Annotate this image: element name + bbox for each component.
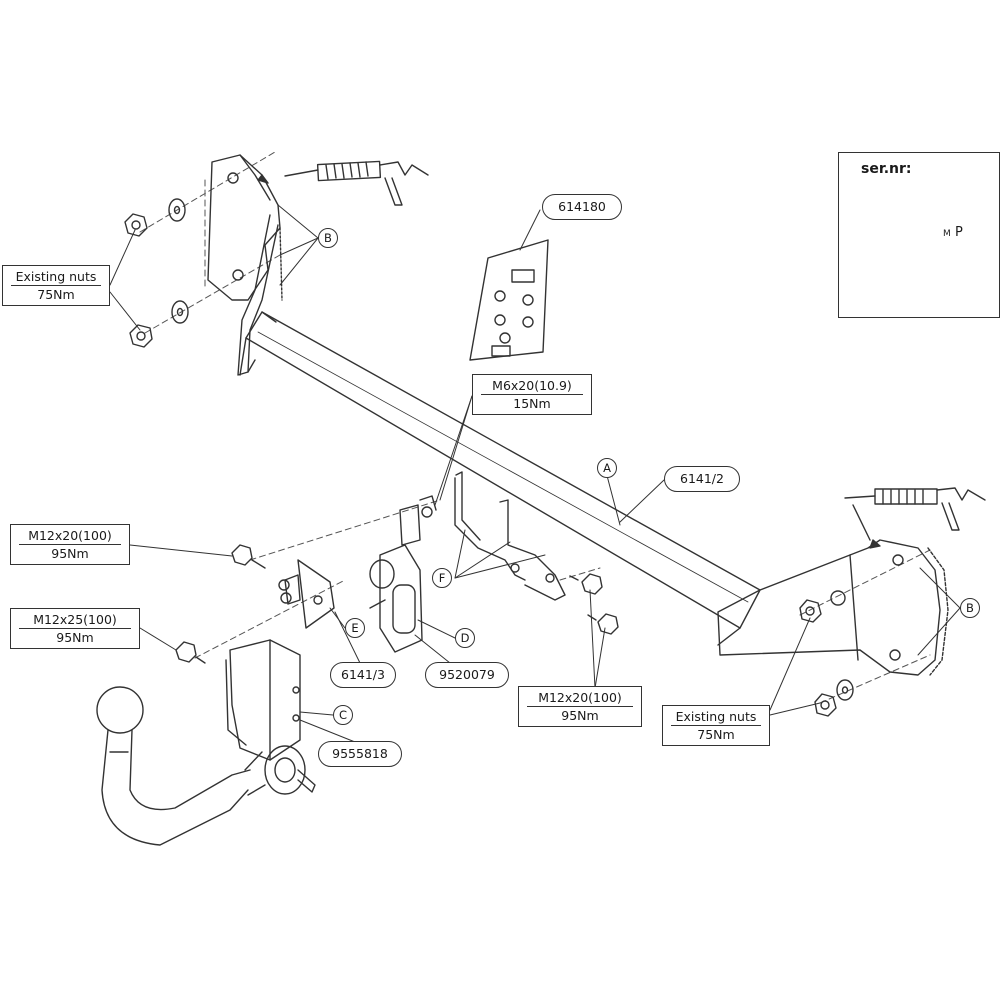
center-brackets-f [454, 471, 566, 601]
sealant-gun-right [844, 487, 986, 531]
fastener-torque: 95Nm [561, 708, 599, 723]
right-mounting-plate [717, 539, 949, 676]
m12x20-left-label: M12x20(100) 95Nm [10, 524, 130, 565]
m12x20-right-label: M12x20(100) 95Nm [518, 686, 642, 727]
part-number-socket: 9520079 [425, 662, 509, 688]
part-number-kit: 614180 [542, 194, 622, 220]
part-number-ball: 9555818 [318, 741, 402, 767]
electrical-socket-d [369, 544, 423, 653]
fastener-name: M6x20(10.9) [492, 378, 572, 393]
left-nuts [124, 198, 189, 348]
fastener-name: M12x25(100) [33, 612, 117, 627]
left-mounting-bracket [207, 154, 283, 376]
fastener-name: M12x20(100) [538, 690, 622, 705]
fastener-name: M12x20(100) [28, 528, 112, 543]
plate-text: M [943, 229, 951, 239]
serial-number-panel: ser.nr: M P [838, 152, 1000, 318]
fastener-torque: 95Nm [56, 630, 94, 645]
right-nuts [799, 599, 854, 717]
fastener-torque: 95Nm [51, 546, 89, 561]
serial-title: ser.nr: [861, 161, 912, 177]
plate-letter: P [955, 225, 963, 240]
part-number-bracket: 6141/3 [330, 662, 396, 688]
m6-label: M6x20(10.9) 15Nm [472, 374, 592, 415]
existing-nuts-right-label: Existing nuts 75Nm [662, 705, 770, 746]
plate-e [284, 559, 335, 629]
callout-b-left: B [318, 228, 338, 248]
fastener-name: Existing nuts [15, 269, 97, 284]
existing-nuts-left-label: Existing nuts 75Nm [2, 265, 110, 306]
callout-d: D [455, 628, 475, 648]
part-number-bar: 6141/2 [664, 466, 740, 492]
callout-f: F [432, 568, 452, 588]
callout-a: A [597, 458, 617, 478]
fastener-torque: 75Nm [37, 287, 75, 302]
center-bolts [569, 573, 619, 635]
sealant-gun-left [284, 160, 429, 206]
callout-c: C [333, 705, 353, 725]
fastener-torque: 75Nm [697, 727, 735, 742]
fastener-name: Existing nuts [675, 709, 757, 724]
tow-ball-assembly [96, 639, 316, 846]
socket-bracket [399, 495, 437, 546]
hardware-kit [469, 239, 549, 361]
left-bolts [175, 544, 292, 664]
callout-e: E [345, 618, 365, 638]
callout-b-right: B [960, 598, 980, 618]
fastener-torque: 15Nm [513, 396, 551, 411]
m12x25-label: M12x25(100) 95Nm [10, 608, 140, 649]
